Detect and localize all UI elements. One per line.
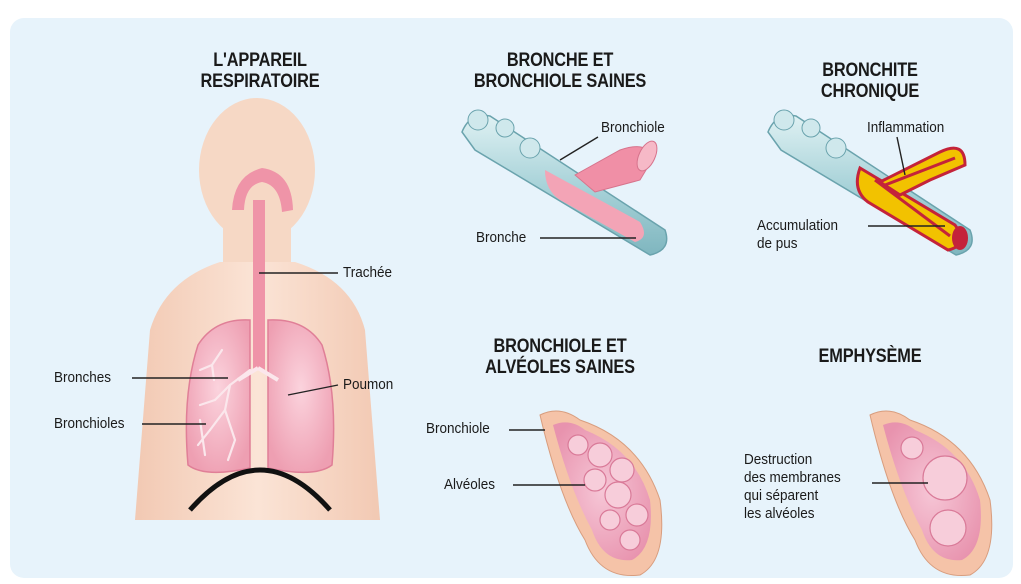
emphysema-illustration: [870, 411, 992, 576]
label-inflammation: Inflammation: [867, 119, 944, 137]
title-healthy-bronchus: BRONCHE ET BRONCHIOLE SAINES: [470, 50, 651, 92]
label-destruction-membranes: Destruction des membranes qui séparent l…: [744, 451, 841, 523]
label-bronchiole-healthy: Bronchiole: [601, 119, 665, 137]
title-healthy-alveoli: BRONCHIOLE ET ALVÉOLES SAINES: [470, 336, 651, 378]
label-bronche: Bronche: [476, 229, 526, 247]
title-emphysema: EMPHYSÈME: [810, 346, 930, 367]
label-trachee: Trachée: [343, 264, 392, 282]
label-alveoles: Alvéoles: [444, 476, 495, 494]
title-respiratory-system: L'APPAREIL RESPIRATOIRE: [183, 50, 338, 92]
label-bronches: Bronches: [54, 369, 111, 387]
healthy-alveoli-illustration: [540, 411, 662, 576]
label-accumulation-pus: Accumulation de pus: [757, 217, 838, 253]
label-bronchioles: Bronchioles: [54, 415, 125, 433]
title-chronic-bronchitis: BRONCHITE CHRONIQUE: [771, 60, 969, 102]
label-poumon: Poumon: [343, 376, 393, 394]
label-bronchiole-alveoli: Bronchiole: [426, 420, 490, 438]
